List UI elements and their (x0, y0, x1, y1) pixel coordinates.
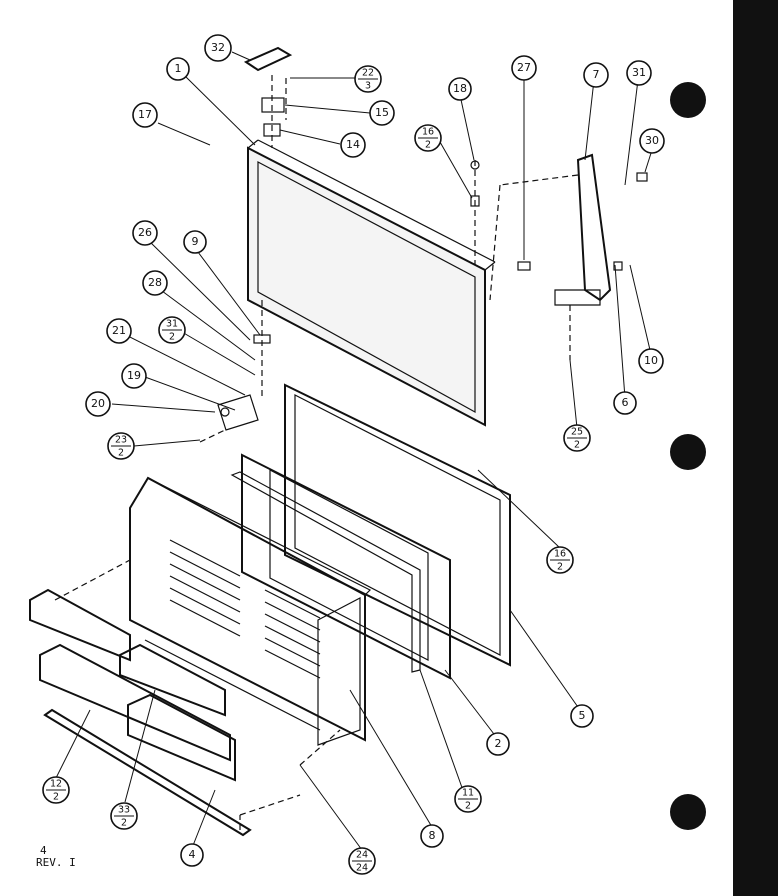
svg-text:2: 2 (465, 801, 471, 812)
callout-25-2: 252 (563, 424, 591, 452)
svg-text:2: 2 (557, 562, 563, 573)
lower-hinge-assembly (199, 300, 271, 443)
breaker-strip (230, 471, 421, 673)
svg-text:2: 2 (495, 737, 502, 750)
door-gasket (241, 453, 451, 680)
svg-text:3: 3 (365, 81, 371, 92)
toe-strip (43, 708, 301, 837)
page-edge-bar (733, 0, 778, 896)
top-hinge-assembly (243, 46, 293, 148)
svg-text:27: 27 (517, 61, 531, 74)
svg-text:6: 6 (622, 396, 629, 409)
svg-text:14: 14 (346, 138, 360, 151)
callout-7: 7 (583, 62, 609, 88)
svg-text:20: 20 (91, 397, 105, 410)
svg-text:2: 2 (121, 818, 127, 829)
callout-31: 31 (626, 60, 652, 86)
hinge-screws-right (470, 160, 480, 265)
callout-20: 20 (85, 391, 111, 417)
svg-text:11: 11 (462, 788, 474, 799)
svg-text:31: 31 (166, 319, 178, 330)
svg-text:9: 9 (192, 235, 199, 248)
callout-5: 5 (570, 704, 594, 728)
svg-text:24: 24 (356, 850, 368, 861)
binder-hole (670, 794, 706, 830)
svg-text:12: 12 (50, 779, 62, 790)
svg-text:15: 15 (375, 106, 389, 119)
callout-11-2: 112 (454, 785, 482, 813)
callout-14: 14 (340, 132, 366, 158)
svg-text:17: 17 (138, 108, 152, 121)
leader-lines (55, 51, 653, 851)
basket-grill (144, 539, 321, 731)
callout-12-2: 122 (42, 776, 70, 804)
callout-28: 28 (142, 270, 168, 296)
callout-27: 27 (511, 55, 537, 81)
svg-text:2: 2 (574, 440, 580, 451)
callout-32: 32 (204, 34, 232, 62)
svg-text:5: 5 (579, 709, 586, 722)
svg-text:8: 8 (429, 829, 436, 842)
svg-text:4: 4 (189, 848, 196, 861)
svg-text:21: 21 (112, 324, 126, 337)
svg-text:24: 24 (356, 863, 368, 874)
door-shelves (29, 559, 236, 782)
svg-text:32: 32 (211, 41, 225, 54)
svg-text:30: 30 (645, 134, 659, 147)
svg-text:16: 16 (554, 549, 566, 560)
svg-text:26: 26 (138, 226, 152, 239)
callout-18: 18 (448, 77, 472, 101)
svg-text:1: 1 (175, 62, 182, 75)
svg-text:2: 2 (425, 140, 431, 151)
door-liner (284, 383, 511, 667)
callout-31-2: 312 (158, 316, 186, 344)
callout-9: 9 (183, 230, 207, 254)
revision-label: REV. I (36, 856, 76, 869)
callout-23-2: 232 (107, 432, 135, 460)
svg-text:2: 2 (118, 448, 124, 459)
callout-4: 4 (180, 843, 204, 867)
callout-2: 2 (486, 732, 510, 756)
binder-hole (670, 82, 706, 118)
svg-text:18: 18 (453, 82, 467, 95)
svg-text:28: 28 (148, 276, 162, 289)
callout-22-3: 223 (354, 65, 382, 93)
svg-text:23: 23 (115, 435, 127, 446)
callout-30: 30 (639, 128, 665, 154)
svg-text:25: 25 (571, 427, 583, 438)
svg-text:2: 2 (53, 792, 59, 803)
callout-16-2-top: 162 (414, 124, 442, 152)
svg-text:16: 16 (422, 127, 434, 138)
screw-24 (299, 729, 341, 766)
callout-19: 19 (121, 363, 147, 389)
callout-33-2: 332 (110, 802, 138, 830)
basket-housing (129, 476, 372, 746)
svg-text:19: 19 (127, 369, 141, 382)
binder-hole (670, 434, 706, 470)
svg-text:33: 33 (118, 805, 130, 816)
callout-21: 21 (106, 318, 132, 344)
callout-1: 1 (166, 57, 190, 81)
svg-text:2: 2 (169, 332, 175, 343)
revision-number: 4 (40, 844, 47, 857)
svg-text:7: 7 (593, 68, 600, 81)
callout-26: 26 (132, 220, 158, 246)
svg-text:31: 31 (632, 66, 646, 79)
callout-16-2-bottom: 162 (546, 546, 574, 574)
callout-17: 17 (132, 102, 158, 128)
svg-text:10: 10 (644, 354, 658, 367)
callout-6: 6 (613, 391, 637, 415)
callout-8: 8 (420, 824, 444, 848)
door-frame (247, 139, 496, 427)
callout-15: 15 (369, 100, 395, 126)
svg-text:22: 22 (362, 68, 374, 79)
callout-10: 10 (638, 348, 664, 374)
mounting-bracket (489, 153, 648, 360)
